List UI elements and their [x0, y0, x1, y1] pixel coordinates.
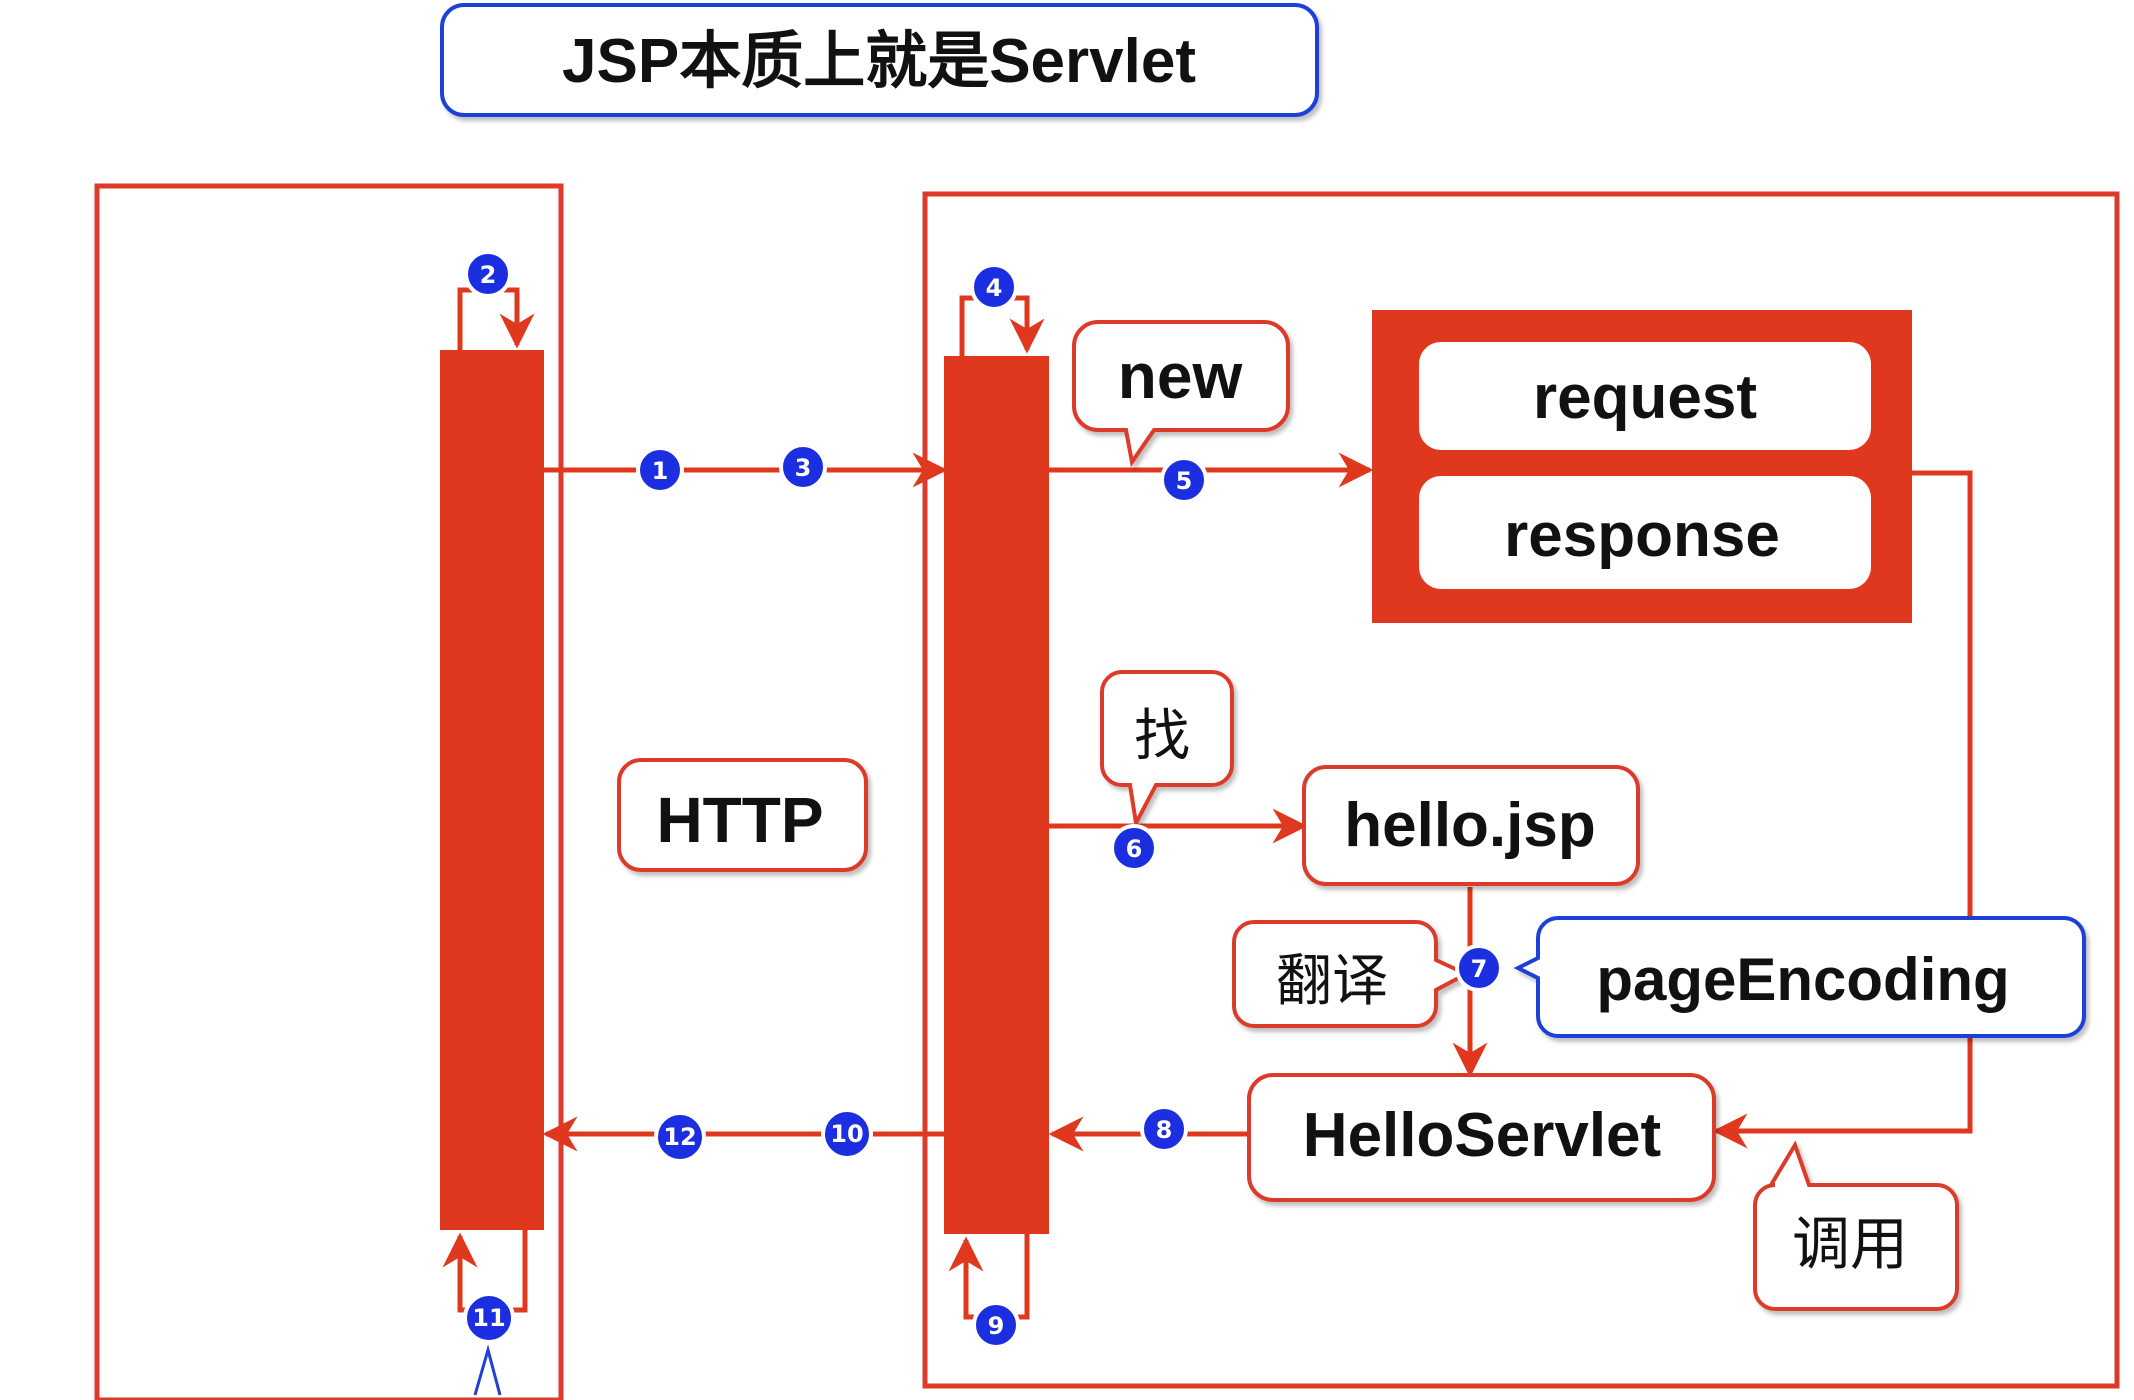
- svg-text:6: 6: [1126, 835, 1143, 863]
- http-label: HTTP: [656, 784, 823, 856]
- step-badge-7: 7: [1455, 944, 1503, 992]
- svg-text:3: 3: [795, 454, 812, 482]
- find-label: 找: [1134, 704, 1190, 769]
- step-badge-12: 12: [654, 1111, 706, 1163]
- step-badge-1: 1: [636, 446, 684, 494]
- svg-text:7: 7: [1471, 955, 1488, 983]
- step-badge-9: 9: [972, 1301, 1020, 1349]
- step-badge-5: 5: [1160, 456, 1208, 504]
- new-callout: new: [1072, 320, 1290, 468]
- invoke-callout: 调用: [1753, 1140, 1959, 1311]
- find-callout: 找: [1100, 670, 1234, 830]
- step-badge-6: 6: [1110, 824, 1158, 872]
- step-badge-11: 11: [463, 1292, 515, 1344]
- request-label: request: [1533, 363, 1757, 432]
- hello-servlet-label: HelloServlet: [1303, 1101, 1661, 1170]
- http-box: HTTP: [617, 758, 868, 872]
- response-label: response: [1504, 501, 1780, 570]
- svg-text:12: 12: [663, 1123, 696, 1151]
- svg-text:5: 5: [1176, 467, 1193, 495]
- svg-text:2: 2: [480, 261, 497, 289]
- invoke-arrow: [1712, 470, 1973, 1149]
- client-bottom-tail: [473, 1344, 502, 1396]
- hello-servlet-box: HelloServlet: [1247, 1073, 1716, 1202]
- svg-text:1: 1: [652, 457, 669, 485]
- step-badge-3: 3: [779, 443, 827, 491]
- page-encoding-label: pageEncoding: [1596, 946, 2009, 1013]
- page-title: JSP本质上就是Servlet: [562, 27, 1196, 96]
- client-container: [94, 183, 564, 1400]
- translate-callout: 翻译: [1232, 920, 1471, 1028]
- step-badge-2: 2: [464, 250, 512, 298]
- svg-text:10: 10: [830, 1120, 863, 1148]
- client-top-loop: [457, 287, 535, 350]
- hello-jsp-label: hello.jsp: [1344, 791, 1595, 860]
- svg-text:4: 4: [986, 274, 1003, 302]
- step-badge-8: 8: [1140, 1105, 1188, 1153]
- hello-jsp-box: hello.jsp: [1302, 765, 1640, 886]
- request-response-box: request response: [1372, 310, 1912, 623]
- client-lifeline: [440, 350, 544, 1230]
- step-badge-4: 4: [970, 263, 1018, 311]
- title-box: JSP本质上就是Servlet: [440, 3, 1319, 117]
- invoke-label: 调用: [1792, 1210, 1908, 1278]
- page-encoding-callout: pageEncoding: [1513, 916, 2086, 1038]
- translate-label: 翻译: [1276, 949, 1388, 1014]
- step-badge-10: 10: [821, 1108, 873, 1160]
- svg-text:11: 11: [472, 1304, 505, 1332]
- server-lifeline: [944, 356, 1049, 1234]
- svg-text:9: 9: [988, 1312, 1005, 1340]
- server-container: [922, 191, 2120, 1389]
- new-label: new: [1118, 340, 1243, 412]
- svg-text:8: 8: [1156, 1116, 1173, 1144]
